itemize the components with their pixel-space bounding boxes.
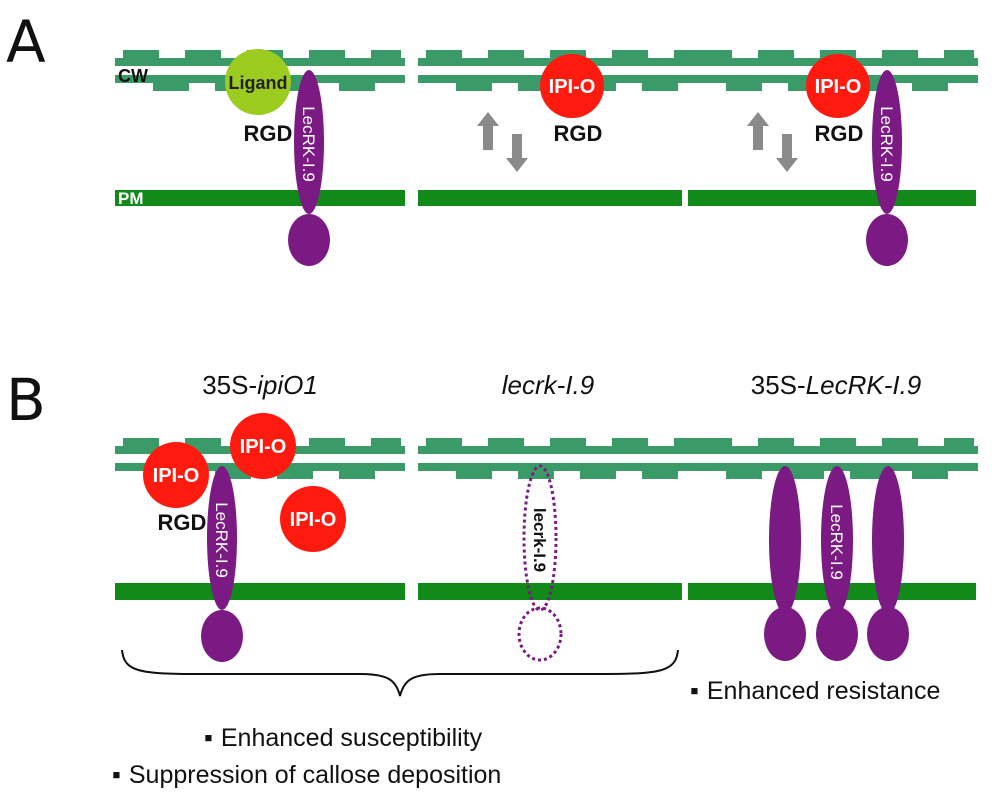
panel-b1: LecRK-I.9 IPI-O IPI-O IPI-O RGD <box>115 413 405 662</box>
genotype-lecrk-mutant: lecrk-I.9 <box>502 370 594 400</box>
rgd-label-b1: RGD <box>158 510 207 535</box>
lecrk-kinase-b3-right <box>867 607 909 661</box>
lecrk-receptor-b1 <box>207 466 237 610</box>
cw-label: CW <box>118 66 148 86</box>
ipio-label-a3: IPI-O <box>815 76 862 98</box>
genotype-35s-lecrk-gene: LecRK-I.9 <box>806 370 922 400</box>
lecrk-mutant-receptor-outline <box>522 464 558 612</box>
grouping-brace <box>121 649 679 697</box>
ipio-label-a2: IPI-O <box>549 76 596 98</box>
genotype-35s-ipio1: 35S-ipiO1 <box>202 370 318 400</box>
rgd-label-a3: RGD <box>815 121 864 146</box>
outcome-enhanced-resistance: ▪ Enhanced resistance <box>690 677 940 705</box>
rgd-label-a1: RGD <box>244 121 293 146</box>
plasma-membrane-a2 <box>418 190 682 206</box>
plasma-membrane-b2 <box>418 583 682 600</box>
lecrk-kinase-domain-a3 <box>866 214 908 266</box>
outcome-callose-suppression-text: Suppression of callose deposition <box>129 761 501 789</box>
ipio-circle-a2 <box>540 54 604 118</box>
bullet-icon: ▪ <box>112 761 121 789</box>
plasma-membrane-a1 <box>115 190 405 206</box>
genotype-35s-ipio1-prefix: 35S- <box>202 370 257 400</box>
outcome-enhanced-susceptibility-text: Enhanced susceptibility <box>221 724 483 752</box>
lecrk-kinase-domain-a1 <box>288 214 330 266</box>
lecrk-label-a1: LecRK-I.9 <box>299 106 318 182</box>
panel-a3: IPI-O RGD LecRK-I.9 <box>688 50 978 266</box>
genotype-35s-ipio1-gene: ipiO1 <box>257 370 318 400</box>
ipio-label-b1-left: IPI-O <box>153 465 200 487</box>
plasma-membrane-a3 <box>688 190 976 206</box>
arrow-up-icon <box>747 112 769 150</box>
lecrk-label-b3: LecRK-I.9 <box>827 504 846 580</box>
ipio-circle-b1-left <box>143 442 209 508</box>
lecrk-receptor-a3 <box>872 70 902 214</box>
bullet-icon: ▪ <box>204 724 213 752</box>
arrow-down-icon <box>506 134 528 172</box>
panel-letter-a: A <box>6 8 46 76</box>
plasma-membrane-b1 <box>115 583 405 600</box>
panel-b3: LecRK-I.9 <box>688 438 978 661</box>
ligand-circle <box>225 49 291 115</box>
lecrk-mutant-label: lecrk-I.9 <box>530 508 549 572</box>
rgd-label-a2: RGD <box>554 121 603 146</box>
lecrk-label-a3: LecRK-I.9 <box>877 106 896 182</box>
panel-a1: CW PM Ligand RGD LecRK-I.9 <box>115 49 405 266</box>
panel-b2: lecrk-I.9 <box>418 438 708 662</box>
bullet-icon: ▪ <box>690 677 699 705</box>
arrow-up-icon <box>477 112 499 150</box>
ipio-label-b1-top: IPI-O <box>240 436 287 458</box>
lecrk-kinase-b3-middle <box>816 607 858 661</box>
lecrk-label-b1: LecRK-I.9 <box>212 502 231 578</box>
ipio-circle-b1-top <box>230 413 296 479</box>
outcome-enhanced-resistance-text: Enhanced resistance <box>707 677 940 705</box>
lecrk-kinase-domain-b1 <box>201 610 243 662</box>
pm-label: PM <box>118 189 144 208</box>
ligand-label: Ligand <box>229 73 288 93</box>
lecrk-mutant-kinase-outline <box>517 606 563 662</box>
lecrk-receptor-b3-left <box>769 466 801 614</box>
arrow-down-icon <box>776 134 798 172</box>
outcome-enhanced-susceptibility: ▪ Enhanced susceptibility <box>204 724 483 752</box>
panel-a2: IPI-O RGD <box>418 50 708 206</box>
genotype-35s-lecrk: 35S-LecRK-I.9 <box>751 370 922 400</box>
lecrk-receptor-b3-middle <box>821 466 853 614</box>
panel-letter-b: B <box>6 366 46 434</box>
genotype-35s-lecrk-prefix: 35S- <box>751 370 806 400</box>
ipio-circle-b1-right <box>280 486 346 552</box>
lecrk-receptor-a1 <box>294 70 324 214</box>
lecrk-kinase-b3-left <box>764 607 806 661</box>
ipio-circle-a3 <box>806 54 870 118</box>
outcome-callose-suppression: ▪ Suppression of callose deposition <box>112 761 501 789</box>
ipio-label-b1-right: IPI-O <box>290 509 337 531</box>
lecrk-receptor-b3-right <box>872 466 904 614</box>
cell-wall-b2 <box>418 438 708 479</box>
